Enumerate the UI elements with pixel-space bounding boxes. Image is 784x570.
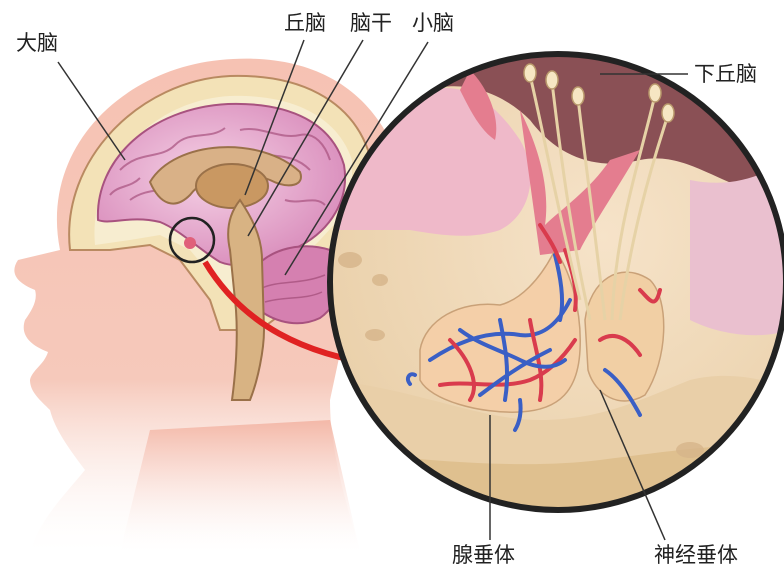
label-cerebellum: 小脑 bbox=[412, 11, 454, 35]
label-hypothalamus: 下丘脑 bbox=[694, 62, 757, 86]
label-brainstem: 脑干 bbox=[350, 11, 392, 35]
label-thalamus: 丘脑 bbox=[284, 11, 326, 35]
thalamus-shape bbox=[196, 164, 268, 208]
label-adenohypophysis: 腺垂体 bbox=[452, 543, 515, 567]
magnified-view bbox=[330, 40, 784, 520]
label-cerebrum: 大脑 bbox=[16, 31, 58, 55]
label-neurohypophysis: 神经垂体 bbox=[654, 543, 738, 567]
